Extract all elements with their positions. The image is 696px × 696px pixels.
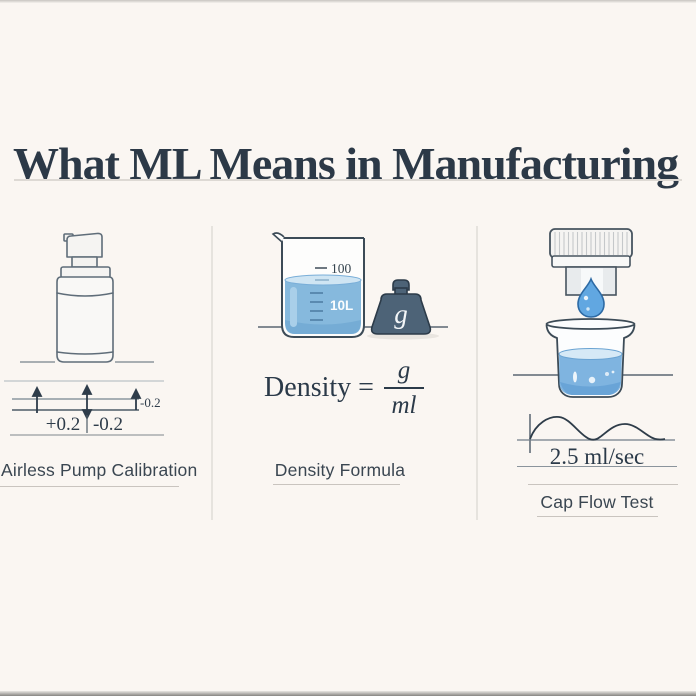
calibration-diagram: -0.2 +0.2 -0.2 (4, 380, 164, 436)
bottle-cap-icon (549, 228, 633, 296)
pump-actuator (66, 232, 103, 258)
pump-caption-underline (0, 486, 179, 487)
flow-beaker-rim (545, 318, 636, 330)
scale-label-100: 100 (331, 261, 352, 276)
gram-weight-icon (370, 279, 432, 335)
cap-ribs (554, 232, 628, 255)
liquid-highlight (605, 372, 609, 376)
flow-beaker-icon (545, 318, 636, 398)
weight-unit-label: g (394, 299, 408, 329)
density-caption-underline (273, 484, 400, 485)
drop-shape (577, 276, 605, 318)
pump-caption: Airless Pump Calibration (1, 460, 198, 480)
bottom-edge-line (0, 691, 696, 696)
top-edge-line (0, 0, 696, 3)
flow-beaker-liquid (559, 354, 622, 395)
drop-highlight (583, 295, 589, 301)
beaker-liquid-bottom-shade (285, 320, 361, 334)
flow-beaker-liquid-bottom (560, 382, 621, 395)
drop-highlight (586, 307, 590, 311)
bottle-shoulder-line (56, 292, 114, 297)
column-divider-right (476, 226, 478, 520)
flow-beaker-liquid-surface (558, 348, 623, 360)
liquid-highlight (611, 370, 615, 374)
cap-drip-beaker-icon (513, 228, 673, 398)
cap-flange (551, 255, 631, 268)
up-arrow-left-head (31, 385, 43, 397)
density-formula: Density = g ml (238, 358, 450, 418)
flow-rate-value: 2.5 ml/sec (549, 444, 645, 469)
liquid-highlight (573, 371, 577, 383)
weight-body (370, 293, 432, 335)
formula-numerator: g (397, 357, 411, 384)
formula-fraction: g ml (383, 357, 424, 419)
double-arrow-top-head (81, 383, 93, 395)
tolerance-minus-label: -0.2 (93, 414, 123, 435)
beaker-and-weight-icon: 100 10L g (258, 232, 448, 340)
up-arrow-right-head (130, 387, 142, 399)
page-title: What ML Means in Manufacturing (13, 137, 679, 189)
column-divider-left (211, 226, 213, 520)
cap-flow-upper-rule (528, 484, 678, 485)
beaker-spout (271, 232, 285, 243)
double-arrow-bottom-head (81, 409, 93, 421)
tolerance-plus-label: +0.2 (46, 414, 80, 435)
pump-stem (71, 256, 98, 268)
flow-wave-chart (517, 414, 675, 453)
title-divider (14, 179, 682, 181)
beaker-liquid (285, 280, 361, 334)
flow-wave-curve (529, 416, 666, 441)
measuring-beaker-icon: 100 10L (271, 232, 365, 338)
bottle-base-line (56, 351, 114, 355)
density-caption: Density Formula (274, 460, 406, 480)
formula-fraction-bar (383, 387, 424, 389)
liquid-volume-label: 10L (330, 298, 353, 313)
liquid-highlight (588, 376, 596, 384)
formula-denominator: ml (391, 392, 417, 419)
bottle-body (56, 276, 114, 363)
beaker-liquid-highlight (290, 287, 297, 327)
flow-rate-underline (517, 466, 677, 467)
formula-lhs: Density = (264, 372, 374, 403)
water-drop-icon (577, 276, 605, 318)
tolerance-arrow-label: -0.2 (140, 395, 161, 410)
cap-flow-caption: Cap Flow Test (540, 492, 654, 512)
pump-bottle-icon (20, 232, 154, 363)
cap-flow-caption-underline (537, 516, 658, 517)
